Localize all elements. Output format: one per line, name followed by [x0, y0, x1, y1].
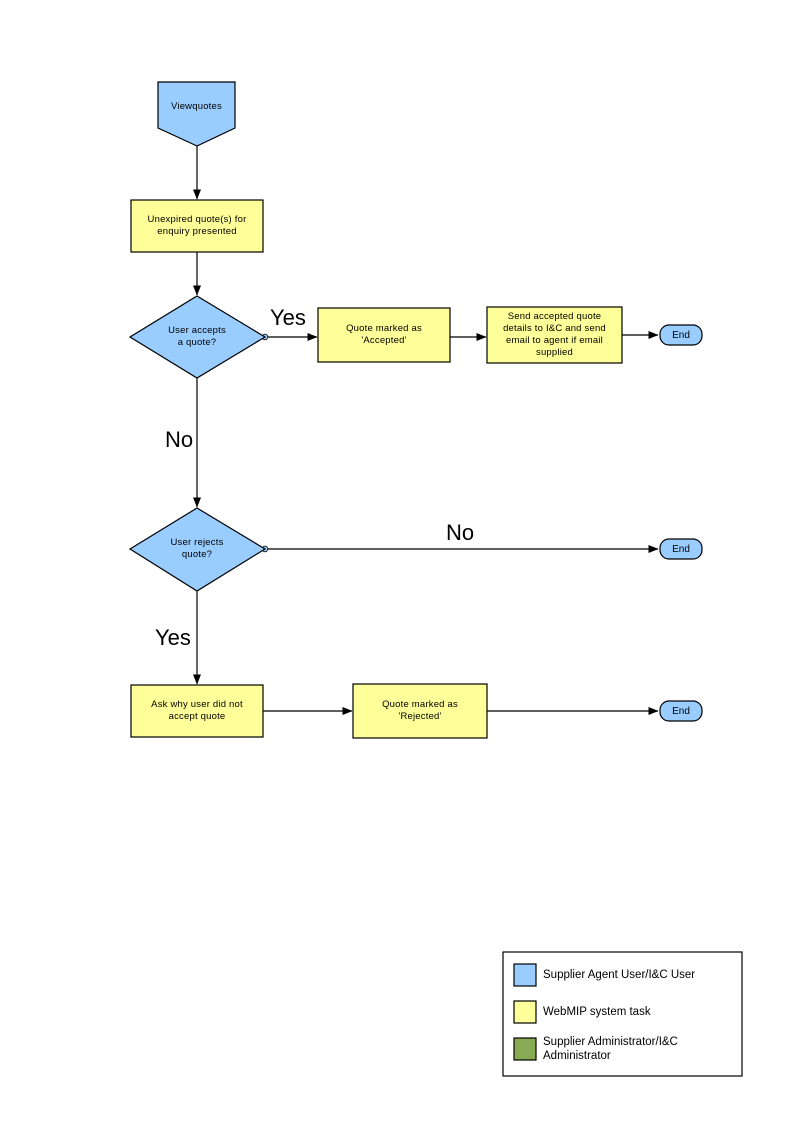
legend-swatch-0 [513, 963, 537, 987]
node-decision-user-rejects[interactable] [128, 507, 267, 592]
node-send-accepted-details[interactable] [486, 306, 623, 364]
legend-item-label-2: Supplier Administrator/I&C Administrator [543, 1036, 678, 1062]
node-quote-marked-rejected[interactable] [352, 683, 488, 739]
legend-panel [502, 951, 743, 1077]
node-start-viewquotes[interactable] [157, 81, 236, 147]
node-end-accept[interactable] [659, 324, 703, 346]
edge-label-accepts-no: No [165, 427, 194, 452]
node-decision-user-accepts[interactable] [128, 295, 267, 379]
legend-item-label-1: WebMIP system task [543, 1006, 651, 1018]
edges [193, 146, 659, 715]
edge-label-accepts-yes: Yes [270, 305, 306, 330]
node-ask-why-not-accepted[interactable] [130, 684, 264, 738]
node-end-no-reject[interactable] [659, 538, 703, 560]
node-quote-marked-accepted[interactable] [317, 307, 451, 363]
node-unexpired-quotes[interactable] [130, 199, 264, 253]
legend-swatch-2 [513, 1037, 537, 1061]
node-end-reject[interactable] [659, 700, 703, 722]
edge-label-rejects-yes: Yes [155, 625, 191, 650]
edge-label-rejects-no: No [446, 520, 475, 545]
node-end-reject-label: End [672, 705, 690, 717]
legend-swatch-1 [513, 1000, 537, 1024]
node-end-no-reject-label: End [672, 543, 690, 555]
legend-item-label-0: Supplier Agent User/I&C User [543, 969, 696, 981]
node-end-accept-label: End [672, 329, 690, 341]
